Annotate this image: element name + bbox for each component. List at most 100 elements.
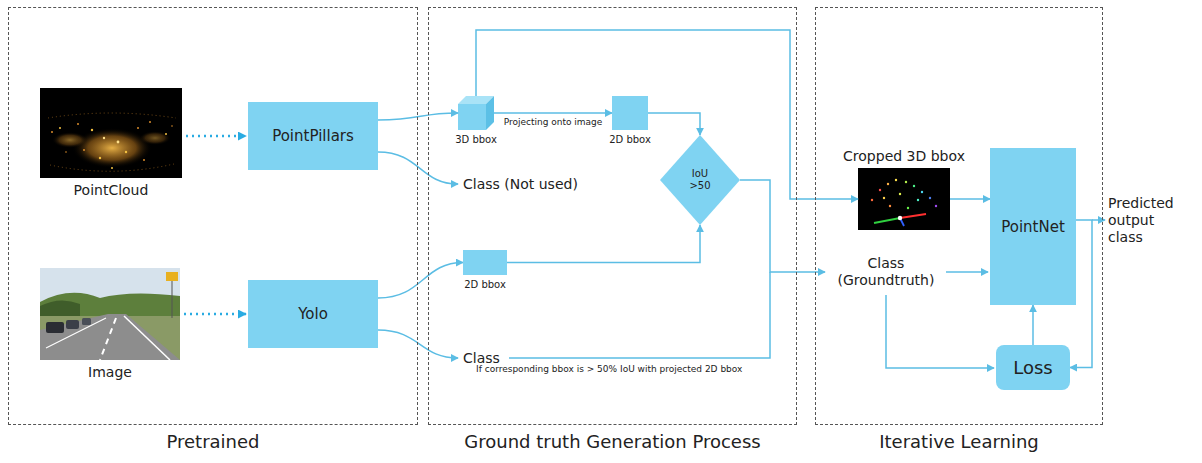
lane-line	[46, 318, 106, 348]
point-dot	[887, 183, 889, 185]
pointcloud-ground	[40, 88, 182, 178]
point-dot	[65, 151, 67, 153]
point-dot	[879, 189, 881, 191]
sign-post	[172, 280, 173, 318]
point-dot	[143, 159, 145, 161]
node-text: PointNet	[1001, 218, 1065, 236]
sign	[166, 272, 178, 281]
point-dot	[99, 157, 101, 159]
cube-front	[458, 104, 486, 130]
flow-line	[886, 295, 994, 368]
leader-line	[378, 330, 458, 358]
lane-line	[100, 318, 116, 360]
point-ring	[48, 113, 176, 118]
point-dot	[935, 205, 937, 207]
point-dot	[137, 127, 139, 129]
model-box: PointPillars	[248, 102, 378, 170]
car	[82, 318, 91, 325]
model-box: Yolo	[248, 280, 378, 348]
cropped-bbox: Cropped 3D bbox	[858, 168, 950, 230]
class-label: Class (Not used)	[463, 176, 578, 193]
pointcloud-glow	[52, 132, 88, 148]
flow-line	[740, 180, 825, 272]
point-dot	[895, 179, 897, 181]
point-dot	[871, 199, 873, 201]
road-photo	[40, 268, 180, 360]
flow-line	[946, 271, 988, 273]
node-text: Image	[88, 364, 132, 381]
node-text: PointPillars	[272, 127, 354, 145]
model-box: PointNet	[990, 148, 1076, 305]
output-label: Predicted output class	[1108, 195, 1188, 245]
point-dot	[83, 149, 85, 151]
bbox-3d: 3D bbox	[458, 96, 494, 130]
point-ring	[50, 164, 174, 171]
loss-box: Loss	[996, 345, 1070, 390]
axis-x	[900, 214, 926, 218]
node-text: 3D bbox	[455, 134, 497, 146]
node-text: Loss	[1013, 357, 1052, 379]
stage-panel: PretrainedPointCloudPointPillarsImageYol…	[8, 7, 418, 425]
flow-arrow	[378, 263, 463, 299]
flow-line	[509, 272, 770, 358]
point-dot	[91, 129, 93, 131]
road	[40, 314, 180, 360]
point-dot	[907, 207, 909, 209]
node-text: Cropped 3D bbox	[843, 148, 965, 165]
bbox-2d: 2D bbox	[463, 250, 507, 275]
panel-heading: Ground truth Generation Process	[429, 431, 796, 453]
point-dot	[883, 197, 885, 199]
point-dot	[103, 137, 105, 139]
cropped-ground	[858, 168, 950, 230]
edge-label: Projecting onto image	[504, 117, 603, 128]
input-arrow	[184, 313, 246, 316]
node-text: Yolo	[298, 305, 328, 323]
point-dot	[905, 181, 907, 183]
flow-arrow	[494, 112, 612, 114]
point-dot	[111, 167, 113, 169]
sky	[40, 268, 180, 360]
pointcloud-glow	[72, 128, 152, 168]
diamond-shape	[660, 135, 740, 225]
point-dot	[77, 123, 79, 125]
point-dot	[165, 133, 167, 135]
point-dot	[59, 127, 61, 129]
node-text: IoU >50	[683, 168, 717, 192]
node-text: 2D bbox	[464, 279, 506, 291]
lane-line	[124, 316, 170, 360]
node-text: PointCloud	[74, 182, 149, 199]
panel-heading: Pretrained	[9, 431, 417, 453]
flow-line	[1092, 219, 1105, 221]
input-arrow	[186, 135, 246, 138]
decision-diamond: IoU >50	[660, 135, 740, 225]
condition-note: If corresponding bbox is > 50% IoU with …	[476, 364, 742, 375]
groundtruth-label: Class (Groundtruth)	[830, 255, 942, 289]
point-dot	[899, 193, 901, 195]
bbox-2d: 2D bbox	[612, 96, 648, 130]
point-dot	[117, 141, 120, 144]
pointcloud-input: PointCloud	[40, 88, 182, 178]
point-dot	[51, 131, 53, 133]
car	[66, 320, 79, 329]
point-dot	[149, 121, 151, 123]
axis-y	[874, 218, 900, 223]
point-dot	[913, 185, 915, 187]
flow-arrow	[950, 198, 990, 200]
point-dot	[917, 199, 919, 201]
trees	[40, 300, 80, 318]
flow-arrow	[648, 113, 700, 135]
cube-side	[486, 96, 494, 130]
point-dot	[921, 191, 923, 193]
point-dot	[889, 205, 891, 207]
node-text: 2D bbox	[609, 134, 651, 146]
point-dot	[125, 151, 127, 153]
stage-panel: Iterative LearningCropped 3D bboxPointNe…	[815, 7, 1103, 425]
flow-arrow	[378, 113, 458, 120]
pointcloud-glow	[139, 131, 171, 145]
car	[46, 322, 64, 333]
flow-arrow	[1032, 305, 1034, 345]
image-input: Image	[40, 268, 180, 360]
leader-line	[378, 152, 458, 184]
point-dot	[171, 125, 173, 127]
